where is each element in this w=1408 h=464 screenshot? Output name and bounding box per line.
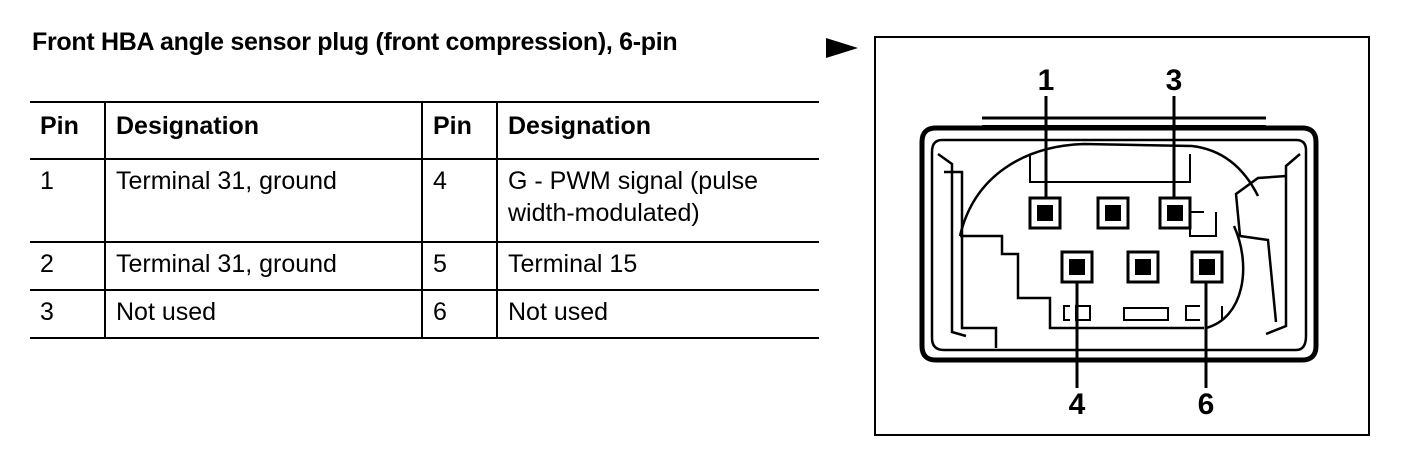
designation-line: G - PWM signal (pulse bbox=[508, 167, 759, 195]
pin-label-6: 6 bbox=[1198, 388, 1215, 421]
pin-designation: Terminal 15 bbox=[496, 241, 819, 291]
pin-designation: Terminal 31, ground bbox=[104, 158, 423, 243]
pin-designation: G - PWM signal (pulse width-modulated) bbox=[496, 158, 819, 243]
table-row: 1 Terminal 31, ground 4 G - PWM signal (… bbox=[30, 158, 819, 243]
table-row: 2 Terminal 31, ground 5 Terminal 15 bbox=[30, 241, 819, 291]
table-header-row: Pin Designation Pin Designation bbox=[30, 101, 819, 160]
pin-leader-lines bbox=[1044, 96, 1208, 388]
header-designation: Designation bbox=[104, 101, 423, 160]
header-pin: Pin bbox=[30, 101, 106, 160]
page-title: Front HBA angle sensor plug (front compr… bbox=[32, 28, 678, 56]
pointer-arrow-icon bbox=[826, 38, 858, 58]
pin-label-1: 1 bbox=[1038, 64, 1055, 97]
pin-assignment-table: Pin Designation Pin Designation 1 Termin… bbox=[30, 101, 819, 339]
pin-designation: Terminal 31, ground bbox=[104, 241, 423, 291]
pin-label-3: 3 bbox=[1166, 64, 1183, 97]
pin-number: 5 bbox=[421, 241, 498, 291]
header-pin: Pin bbox=[421, 101, 498, 160]
pin-label-4: 4 bbox=[1069, 388, 1086, 421]
connector-housing bbox=[919, 116, 1319, 363]
diagram-frame bbox=[874, 36, 1370, 436]
pin-number: 4 bbox=[421, 158, 498, 243]
pin-number: 6 bbox=[421, 289, 498, 339]
pin-number: 3 bbox=[30, 289, 106, 339]
header-designation: Designation bbox=[496, 101, 819, 160]
pin-number: 1 bbox=[30, 158, 106, 243]
connector-plug-diagram: 1 3 4 6 bbox=[874, 36, 1370, 436]
table-row: 3 Not used 6 Not used bbox=[30, 289, 819, 339]
pin-number: 2 bbox=[30, 241, 106, 291]
pin-designation: Not used bbox=[496, 289, 819, 339]
pin-contacts bbox=[1028, 196, 1224, 284]
pin-designation: Not used bbox=[104, 289, 423, 339]
designation-line: width-modulated) bbox=[508, 199, 700, 227]
